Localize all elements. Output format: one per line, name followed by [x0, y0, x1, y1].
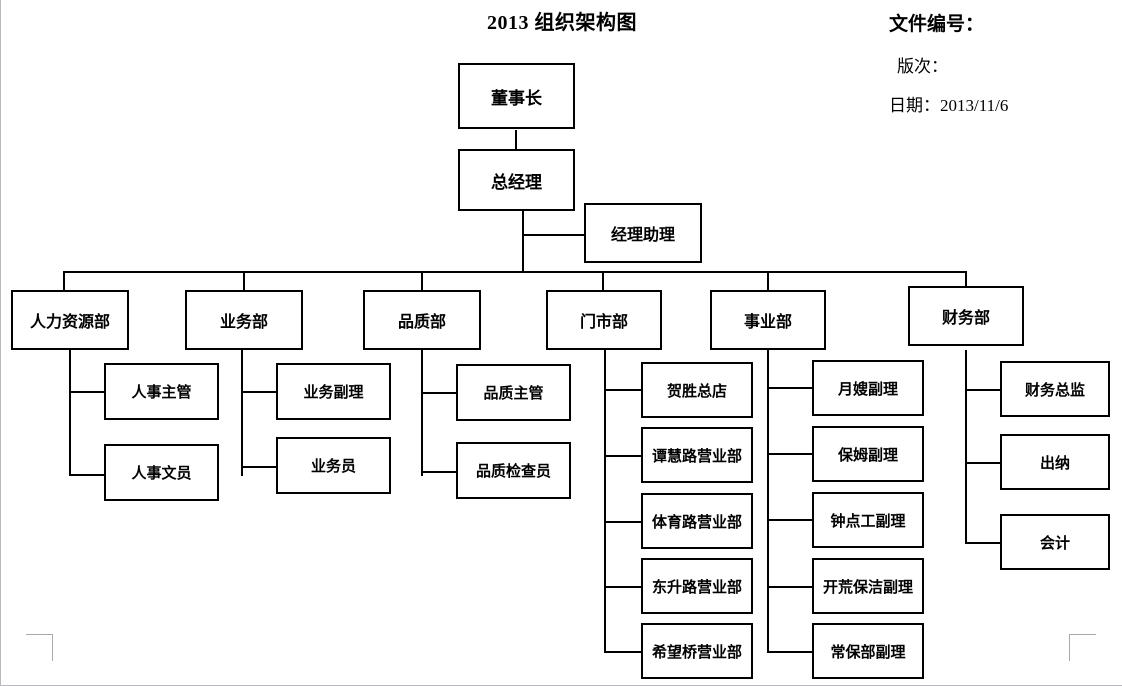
connector-sales-trunk: [241, 350, 243, 476]
node-salesperson[interactable]: 业务员: [276, 437, 391, 494]
node-store-tanhui-road[interactable]: 谭慧路营业部: [641, 427, 753, 483]
node-maternity-matron-deputy[interactable]: 月嫂副理: [812, 360, 924, 416]
connector-hr-stub-2: [69, 474, 105, 476]
node-regular-cleaning-deputy[interactable]: 常保部副理: [812, 623, 924, 679]
node-store-hesheng-main[interactable]: 贺胜总店: [641, 362, 753, 418]
connector-sales-stub-2: [241, 466, 277, 468]
node-department-sales[interactable]: 业务部: [185, 290, 303, 350]
connector-quality-stub-1: [421, 392, 457, 394]
node-hr-clerk[interactable]: 人事文员: [104, 444, 219, 501]
node-quality-inspector[interactable]: 品质检查员: [456, 442, 571, 499]
node-label: 希望桥营业部: [651, 644, 742, 661]
node-quality-supervisor[interactable]: 品质主管: [456, 364, 571, 421]
node-store-dongsheng-road[interactable]: 东升路营业部: [641, 558, 753, 614]
node-label: 总经理: [491, 172, 542, 192]
connector-drop-quality: [421, 271, 423, 291]
connector-quality-trunk: [421, 350, 423, 476]
node-label: 品质部: [397, 314, 446, 331]
connector-chairman-to-gm: [515, 130, 517, 150]
node-label: 谭慧路营业部: [651, 448, 742, 465]
node-label: 体育路营业部: [651, 514, 742, 531]
connector-hr-trunk: [69, 350, 71, 476]
node-label: 品质检查员: [475, 464, 551, 480]
connector-stores-stub-3: [604, 521, 642, 523]
connector-drop-stores: [602, 271, 604, 291]
connector-finance-trunk: [965, 350, 967, 543]
node-label: 人事文员: [131, 466, 192, 482]
node-label: 会计: [1039, 535, 1070, 552]
node-label: 保姆副理: [837, 447, 898, 464]
node-label: 财务部: [941, 310, 990, 327]
connector-finance-stub-3: [965, 542, 1001, 544]
node-store-tiyu-road[interactable]: 体育路营业部: [641, 493, 753, 549]
node-nanny-deputy[interactable]: 保姆副理: [812, 426, 924, 482]
version-label: 版次：: [897, 57, 948, 76]
node-manager-assistant[interactable]: 经理助理: [584, 203, 702, 263]
connector-drop-sales: [243, 271, 245, 291]
connector-business-stub-4: [767, 586, 813, 588]
node-label: 月嫂副理: [837, 381, 898, 398]
connector-stores-stub-1: [604, 389, 642, 391]
node-label: 常保部副理: [830, 644, 906, 661]
node-finance-director[interactable]: 财务总监: [1000, 361, 1110, 417]
connector-business-stub-5: [767, 651, 813, 653]
node-label: 经理助理: [610, 227, 675, 244]
node-label: 品质主管: [483, 386, 544, 402]
connector-department-bus: [63, 271, 967, 273]
node-label: 门市部: [579, 314, 628, 331]
node-label: 财务总监: [1024, 382, 1085, 399]
node-label: 人力资源部: [29, 314, 110, 331]
node-department-business[interactable]: 事业部: [710, 290, 826, 350]
node-label: 业务部: [219, 314, 268, 331]
connector-finance-stub-1: [965, 389, 1001, 391]
connector-stores-stub-4: [604, 586, 642, 588]
connector-quality-stub-2: [421, 471, 457, 473]
node-accountant[interactable]: 会计: [1000, 514, 1110, 570]
date-label: 日期：2013/11/6: [889, 96, 1009, 115]
node-department-stores[interactable]: 门市部: [546, 290, 662, 350]
connector-hr-stub-1: [69, 391, 105, 393]
node-label: 出纳: [1039, 455, 1070, 472]
connector-finance-stub-2: [965, 462, 1001, 464]
connector-gm-to-assistant: [522, 234, 584, 236]
document-number-label: 文件编号：: [889, 14, 985, 35]
connector-stores-stub-2: [604, 455, 642, 457]
node-department-finance[interactable]: 财务部: [908, 286, 1024, 346]
connector-drop-finance: [965, 271, 967, 291]
connector-sales-stub-1: [241, 391, 277, 393]
connector-business-stub-1: [767, 387, 813, 389]
node-sales-deputy-manager[interactable]: 业务副理: [276, 363, 391, 420]
corner-mark-bottom-right: [1069, 634, 1096, 661]
node-label: 事业部: [743, 314, 792, 331]
node-general-manager[interactable]: 总经理: [458, 149, 575, 211]
connector-gm-trunk: [522, 211, 524, 273]
node-deep-cleaning-deputy[interactable]: 开荒保洁副理: [812, 558, 924, 614]
node-store-xiwangqiao[interactable]: 希望桥营业部: [641, 623, 753, 679]
node-hr-supervisor[interactable]: 人事主管: [104, 363, 219, 420]
connector-drop-business: [767, 271, 769, 291]
node-label: 贺胜总店: [666, 383, 727, 400]
node-label: 人事主管: [131, 385, 192, 401]
connector-business-trunk: [767, 350, 769, 652]
connector-stores-trunk: [604, 350, 606, 652]
node-label: 业务员: [310, 459, 356, 475]
node-label: 开荒保洁副理: [822, 579, 913, 596]
connector-business-stub-2: [767, 453, 813, 455]
connector-stores-stub-5: [604, 651, 642, 653]
node-department-hr[interactable]: 人力资源部: [11, 290, 129, 350]
connector-drop-hr: [63, 271, 65, 291]
page-title: 2013 组织架构图: [487, 12, 637, 34]
node-label: 董事长: [491, 88, 542, 108]
connector-business-stub-3: [767, 519, 813, 521]
node-label: 东升路营业部: [651, 579, 742, 596]
node-cashier[interactable]: 出纳: [1000, 434, 1110, 490]
node-label: 业务副理: [303, 385, 364, 401]
node-department-quality[interactable]: 品质部: [363, 290, 481, 350]
node-hourly-worker-deputy[interactable]: 钟点工副理: [812, 492, 924, 548]
node-label: 钟点工副理: [830, 513, 906, 530]
node-chairman[interactable]: 董事长: [458, 63, 575, 129]
corner-mark-bottom-left: [26, 634, 53, 661]
